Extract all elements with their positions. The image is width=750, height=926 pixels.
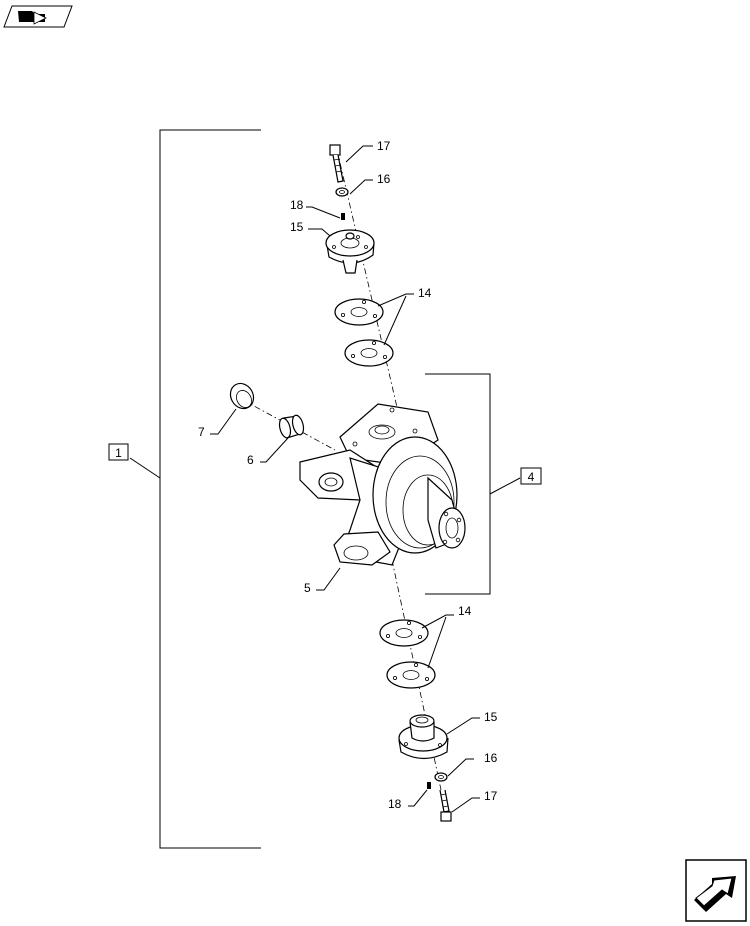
lower-shim-1 — [379, 619, 429, 647]
assembly-bracket-4 — [425, 373, 542, 595]
bushing — [278, 414, 305, 439]
lower-washer — [434, 772, 448, 782]
callout-18-bottom: 18 — [388, 797, 402, 811]
upper-shim-2 — [344, 339, 394, 367]
assembly-bracket-1 — [108, 129, 261, 849]
upper-grease-nipple — [341, 213, 345, 220]
upper-shim-1 — [334, 298, 384, 326]
callout-16-top: 16 — [377, 172, 391, 186]
callout-1: 1 — [115, 446, 122, 460]
lower-shim-2 — [386, 661, 436, 689]
lower-king-pin — [398, 714, 449, 760]
pin-axis-line — [242, 399, 336, 451]
callout-15-top: 15 — [290, 220, 304, 234]
lower-bolt — [439, 789, 452, 822]
next-page-arrow-icon[interactable] — [685, 859, 747, 922]
callout-18-top: 18 — [290, 198, 304, 212]
book-navigation-icon[interactable] — [3, 5, 73, 28]
callout-15-bottom: 15 — [484, 710, 498, 724]
upper-axis-line — [336, 149, 401, 421]
upper-king-pin — [325, 229, 375, 274]
upper-washer — [335, 187, 349, 197]
retaining-ring — [229, 382, 255, 410]
callout-16-bottom: 16 — [484, 751, 498, 765]
upper-bolt — [329, 144, 344, 183]
steering-knuckle — [299, 403, 466, 566]
callout-5: 5 — [304, 581, 311, 595]
lower-grease-nipple — [427, 782, 431, 789]
callout-14-bottom: 14 — [458, 604, 472, 618]
callout-14-top: 14 — [418, 286, 432, 300]
callout-4: 4 — [528, 470, 535, 484]
callout-17-bottom: 17 — [484, 789, 498, 803]
callout-17-top: 17 — [377, 139, 391, 153]
callout-7: 7 — [198, 425, 205, 439]
callout-6: 6 — [247, 453, 254, 467]
